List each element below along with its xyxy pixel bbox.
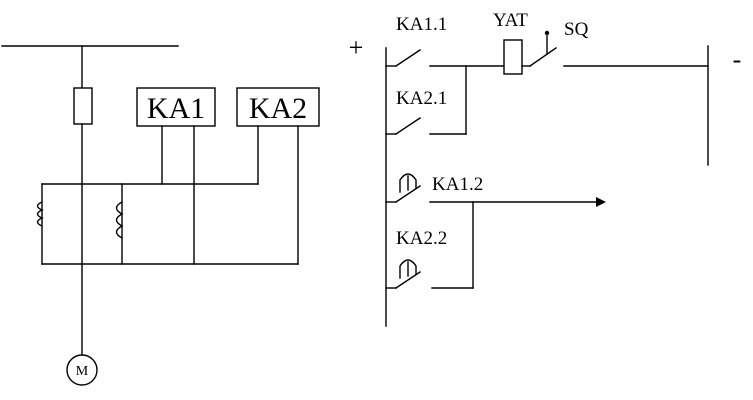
relay-ka1-box	[136, 87, 216, 127]
sq-contact	[529, 47, 557, 67]
ka2-2-label: KA2.2	[396, 228, 447, 249]
relay-ka2-box	[236, 87, 320, 127]
left-circuit: M KA1 KA2	[1, 45, 320, 386]
ka1-2-delay-icon	[399, 173, 417, 193]
sq-label: SQ	[564, 19, 589, 40]
relay-ka1-label: KA1	[147, 92, 205, 125]
current-transformer-1	[36, 201, 44, 227]
fuse	[73, 87, 93, 125]
minus-sign: -	[733, 45, 742, 74]
ka2-1-contact	[395, 117, 421, 135]
ka1-1-label: KA1.1	[396, 14, 447, 35]
ka2-1-label: KA2.1	[396, 88, 447, 109]
ka1-2-label: KA1.2	[432, 174, 483, 195]
yat-coil	[503, 39, 523, 75]
output-arrow-icon	[596, 197, 606, 207]
current-transformer-2	[115, 201, 124, 239]
motor-label: M	[76, 364, 89, 379]
ka2-2-delay-icon	[399, 259, 417, 279]
relay-ka2-label: KA2	[249, 92, 307, 125]
sq-pivot	[544, 30, 550, 36]
plus-sign: +	[349, 33, 364, 62]
ka1-1-contact	[395, 49, 421, 67]
yat-label: YAT	[493, 10, 528, 31]
right-circuit: + - KA1.1 YAT SQ KA2.1 KA1.2	[349, 10, 742, 327]
motor-symbol	[66, 354, 98, 386]
